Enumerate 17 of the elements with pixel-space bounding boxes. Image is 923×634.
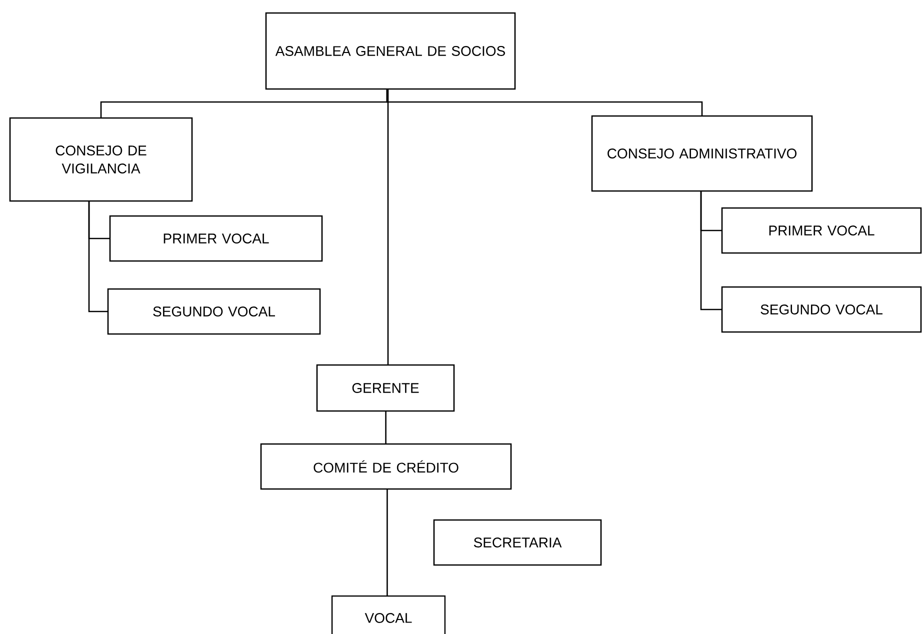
org-box: VOCAL [331, 595, 446, 634]
org-box: SEGUNDO VOCAL [107, 288, 321, 335]
org-box: CONSEJO ADMINISTRATIVO [591, 115, 813, 192]
org-box: GERENTE [316, 364, 455, 412]
org-box: PRIMER VOCAL [109, 215, 323, 262]
connector-line [387, 89, 389, 365]
org-box: PRIMER VOCAL [721, 207, 922, 254]
org-box: COMITÉ DE CRÉDITO [260, 443, 512, 490]
org-box: ASAMBLEA GENERAL DE SOCIOS [265, 12, 516, 90]
connector-line [385, 411, 386, 444]
connector-line [700, 191, 722, 310]
org-box: SEGUNDO VOCAL [721, 286, 922, 333]
org-box: CONSEJO DE VIGILANCIA [9, 117, 193, 202]
connector-line [386, 89, 703, 116]
connector-line [386, 489, 388, 596]
connector-line [88, 201, 108, 312]
org-box: SECRETARIA [433, 519, 602, 566]
